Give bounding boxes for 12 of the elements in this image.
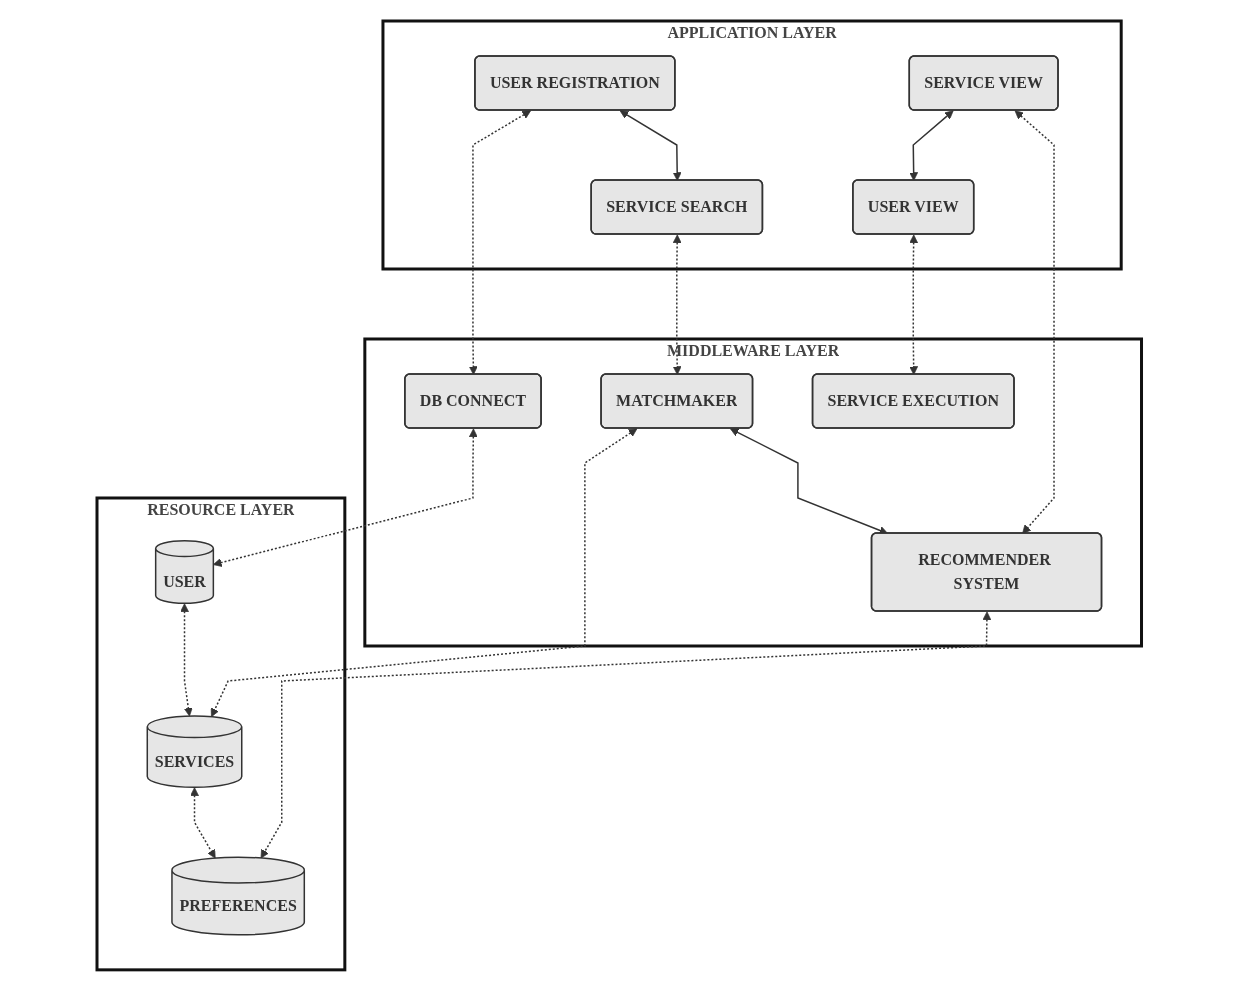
arrow	[909, 110, 954, 181]
arrow	[189, 787, 216, 859]
arrow	[729, 428, 888, 535]
arrow	[619, 110, 682, 181]
arrow	[212, 428, 478, 567]
arrow	[260, 611, 992, 859]
arrow	[909, 234, 918, 375]
arrow	[1014, 110, 1055, 534]
arrow	[468, 110, 531, 375]
arrow	[179, 603, 193, 717]
arrow	[672, 234, 682, 375]
arrow	[210, 428, 638, 718]
